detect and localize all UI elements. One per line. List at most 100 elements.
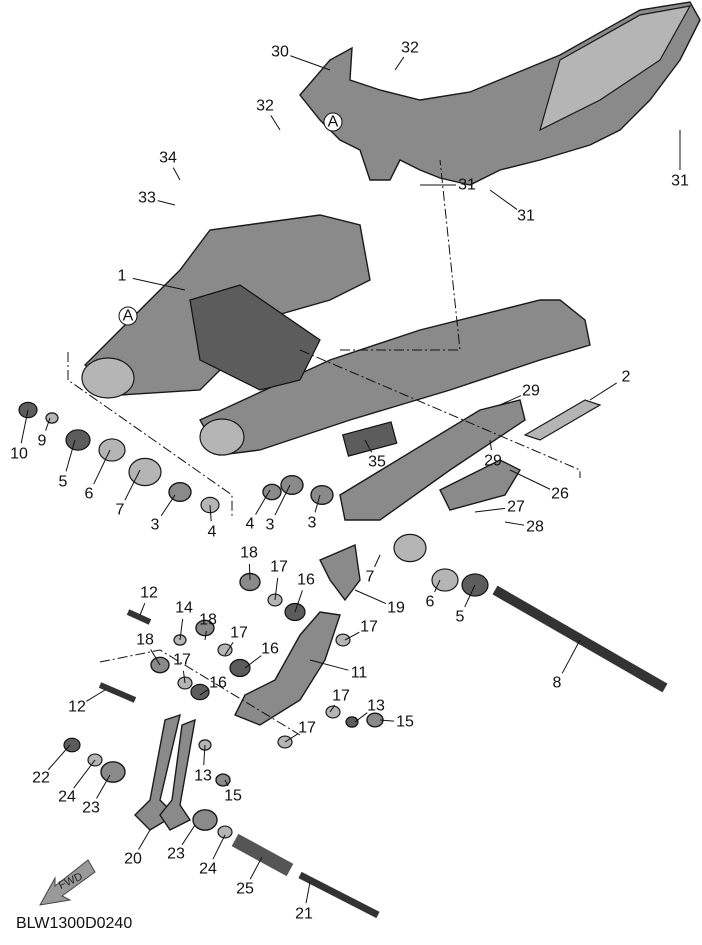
leader-line	[284, 733, 298, 743]
bushing	[190, 683, 210, 701]
callout-17: 17	[298, 720, 316, 737]
leader-line	[179, 618, 184, 641]
bushing	[280, 474, 304, 496]
bushing	[229, 658, 251, 678]
reference-line	[99, 649, 301, 736]
callout-19: 19	[387, 600, 405, 617]
leader-line	[182, 670, 186, 684]
bushing	[262, 483, 282, 501]
right-pivot-boss	[199, 418, 245, 456]
leader-line	[379, 719, 395, 722]
callout-23: 23	[167, 846, 185, 863]
leader-line	[434, 579, 441, 593]
reference-mark-a: A	[118, 306, 138, 326]
shaft-25	[231, 833, 294, 877]
callout-27: 27	[507, 499, 525, 516]
bushing	[217, 643, 233, 657]
leader-line	[314, 494, 321, 513]
callout-1: 1	[118, 268, 127, 285]
leader-line	[489, 439, 492, 451]
swingarm-right-arm	[199, 299, 591, 456]
leader-line	[224, 779, 229, 787]
callout-33: 33	[138, 190, 156, 207]
callout-29: 29	[484, 453, 502, 470]
bolt-12-bottom	[98, 682, 137, 703]
callout-13: 13	[367, 698, 385, 715]
leader-line	[499, 395, 522, 406]
callout-13: 13	[194, 768, 212, 785]
leader-line	[244, 655, 262, 669]
callout-11: 11	[351, 665, 368, 682]
swingarm-cross-member	[189, 284, 321, 391]
callout-14: 14	[175, 600, 193, 617]
leader-line	[212, 834, 226, 860]
leader-line	[209, 504, 212, 522]
leader-line	[124, 469, 141, 501]
leader-line	[294, 590, 303, 613]
callout-26: 26	[551, 486, 569, 503]
leader-line	[93, 449, 111, 485]
leader-line	[224, 642, 234, 656]
chain-guard-highlight	[539, 5, 692, 132]
bushing	[65, 429, 91, 451]
chain-slider-plate	[523, 399, 602, 441]
leader-line	[509, 469, 551, 490]
callout-31: 31	[458, 177, 476, 194]
callout-17: 17	[173, 652, 191, 669]
reference-line	[340, 159, 461, 351]
leader-line	[589, 382, 617, 401]
callout-3: 3	[308, 515, 317, 532]
bushing	[100, 761, 126, 783]
callout-16: 16	[261, 641, 279, 658]
svg-text:A: A	[328, 114, 339, 131]
reference-mark-a: A	[323, 112, 343, 132]
callout-12: 12	[140, 585, 158, 602]
callout-2: 2	[622, 369, 631, 386]
leader-line	[504, 521, 525, 526]
callout-25: 25	[236, 881, 254, 898]
leader-lines	[20, 55, 681, 904]
callout-35: 35	[368, 454, 386, 471]
bushing	[195, 619, 215, 637]
callout-4: 4	[246, 516, 255, 533]
callout-17: 17	[332, 688, 350, 705]
bushing	[128, 457, 162, 487]
reference-line	[67, 352, 233, 518]
callout-4: 4	[208, 524, 217, 541]
callout-32: 32	[401, 40, 419, 57]
bushing	[310, 484, 334, 506]
drawing-code: BLW1300D0240	[16, 915, 133, 932]
leader-line	[309, 659, 349, 671]
cover	[319, 543, 361, 602]
callout-18: 18	[136, 632, 154, 649]
leader-line	[274, 484, 291, 516]
callout-18: 18	[240, 545, 258, 562]
callout-24: 24	[58, 789, 76, 806]
callout-15: 15	[224, 788, 242, 805]
callout-32: 32	[256, 98, 274, 115]
leader-line	[394, 56, 405, 71]
callout-10: 10	[10, 446, 28, 463]
svg-text:A: A	[123, 308, 134, 325]
callout-5: 5	[456, 609, 465, 626]
leader-line	[139, 602, 146, 616]
callout-15: 15	[396, 714, 414, 731]
callout-31: 31	[671, 173, 689, 190]
callout-17: 17	[270, 559, 288, 576]
leader-line	[374, 554, 381, 568]
bushing	[63, 737, 81, 753]
callout-16: 16	[209, 675, 227, 692]
callout-18: 18	[199, 612, 217, 629]
leader-line	[45, 417, 51, 431]
leader-line	[489, 189, 518, 210]
leader-line	[199, 688, 210, 696]
callout-7: 7	[116, 502, 125, 519]
callout-6: 6	[85, 486, 94, 503]
fwd-arrow: FWD	[39, 859, 96, 906]
bushing	[215, 773, 231, 787]
callout-9: 9	[38, 433, 47, 450]
bushing	[325, 705, 341, 719]
